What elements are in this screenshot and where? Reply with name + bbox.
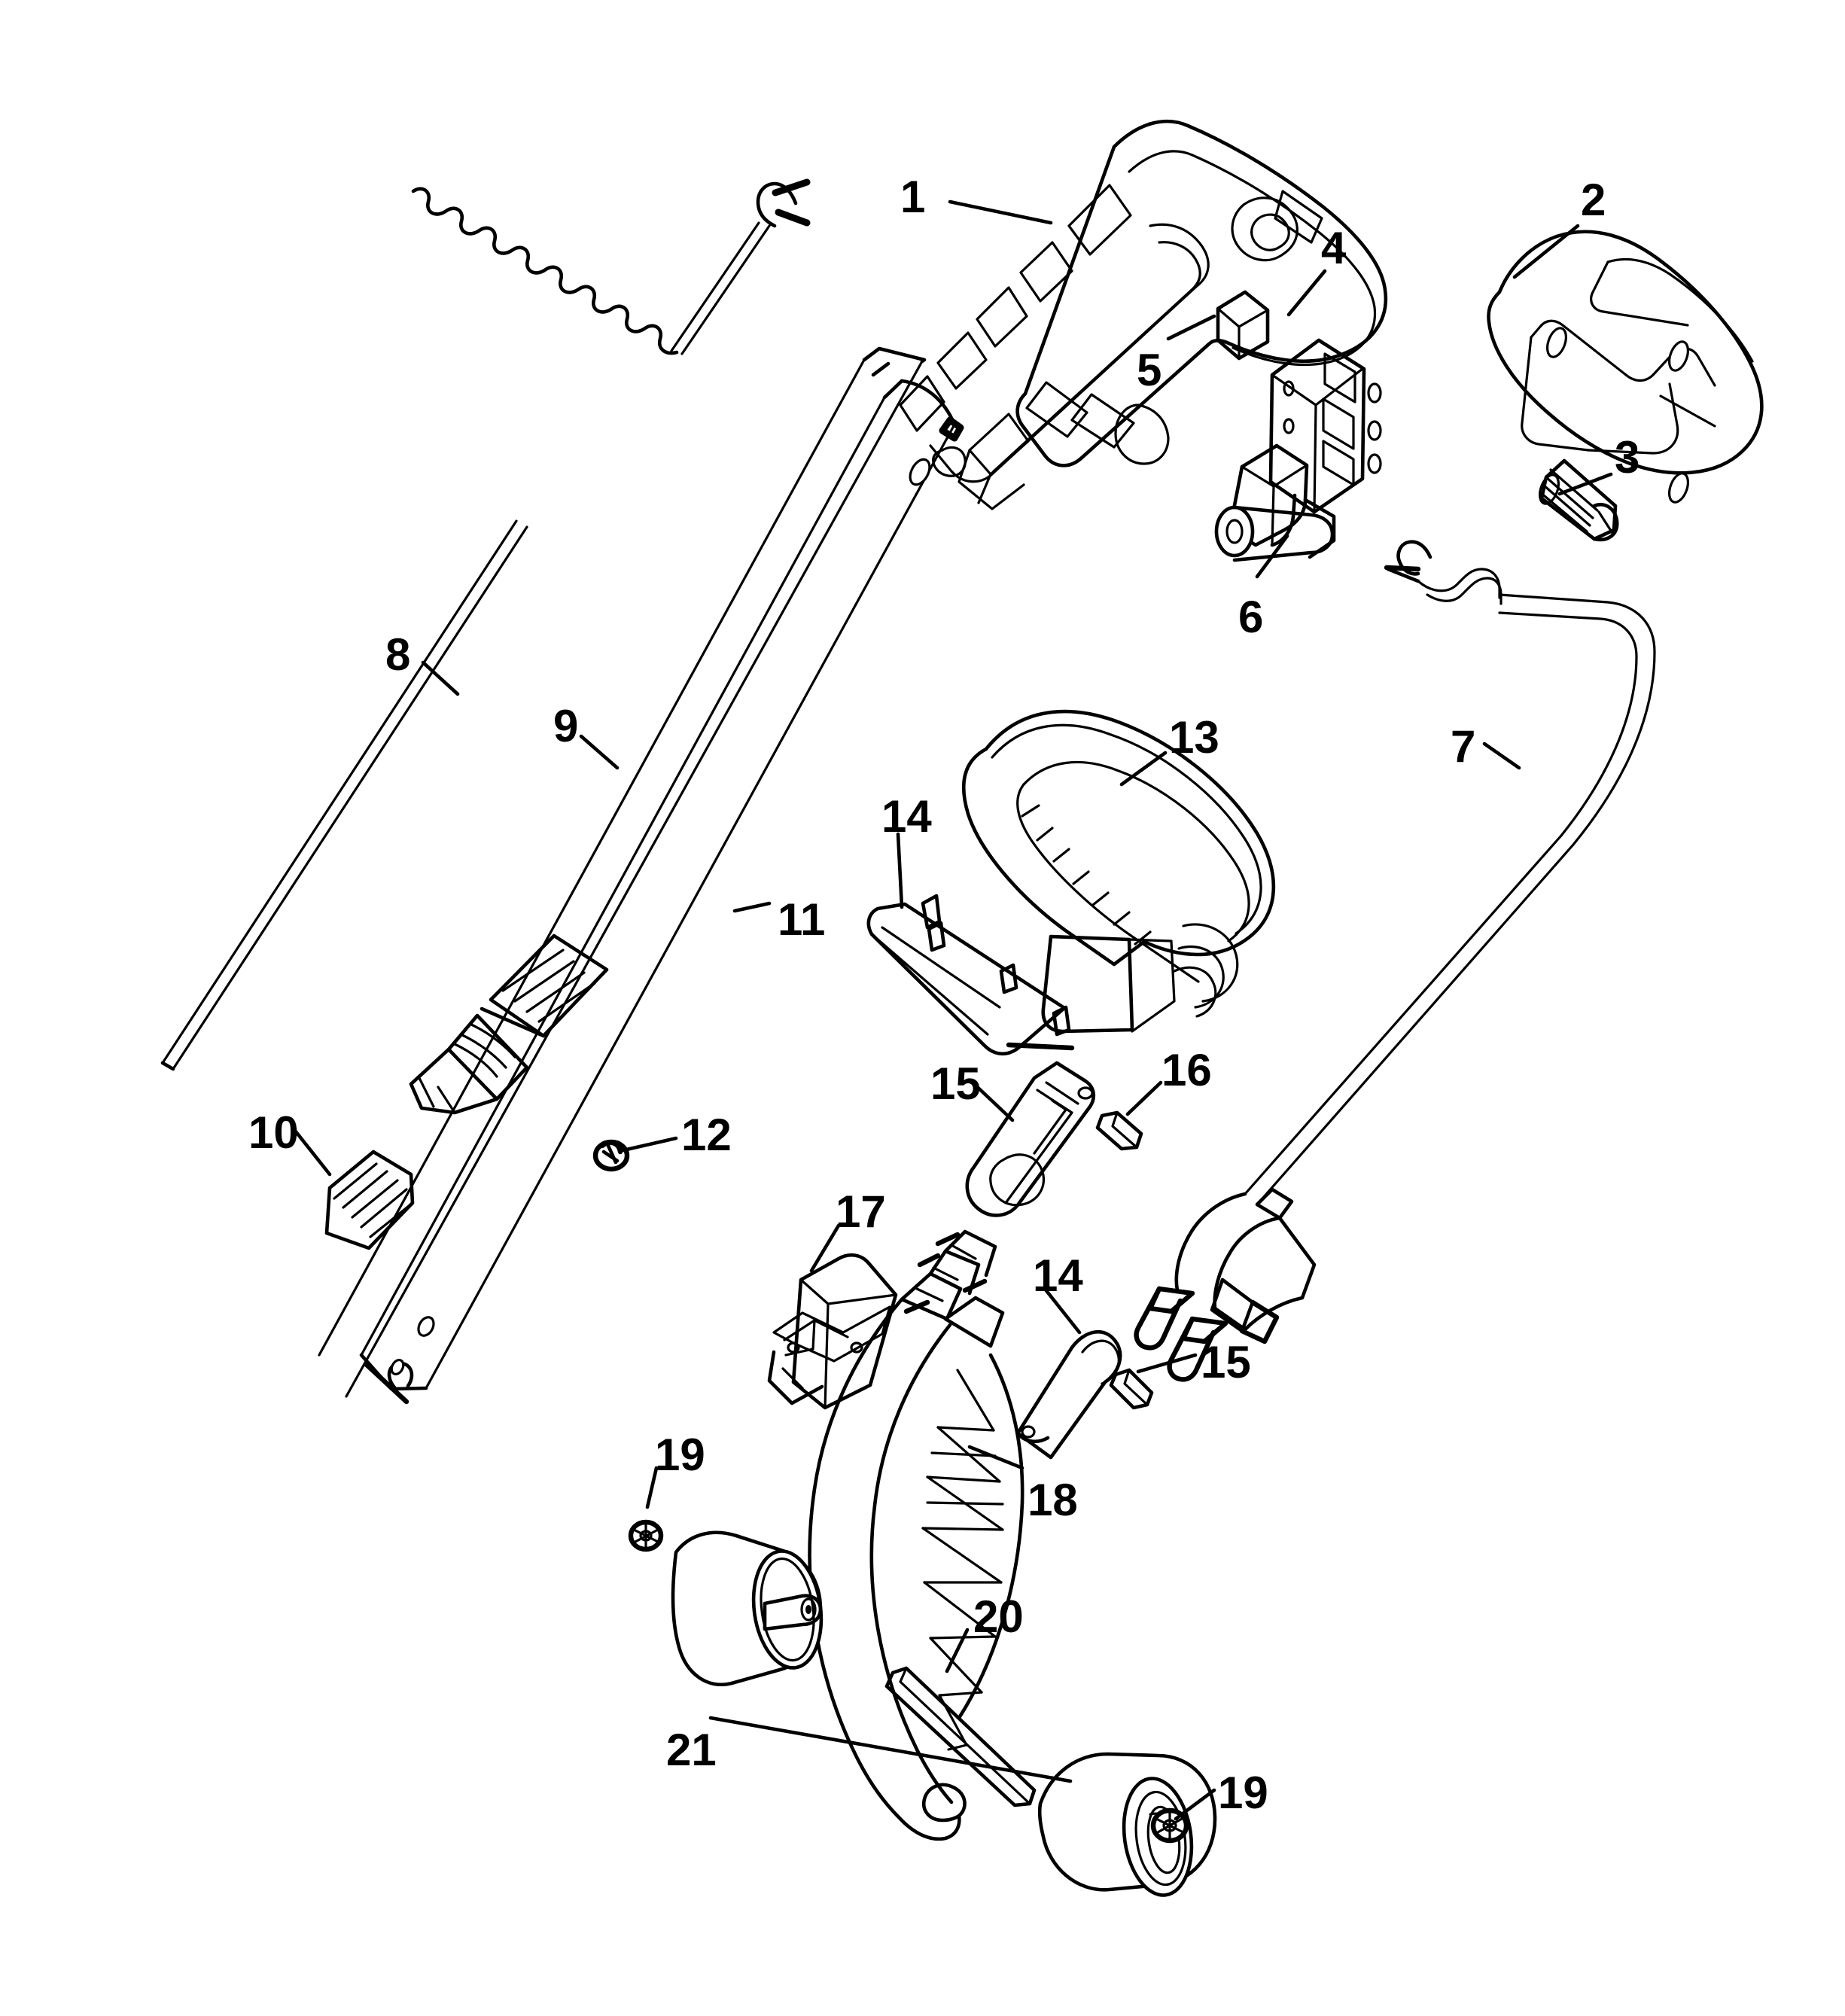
part-21-wheel-upper xyxy=(671,1530,824,1686)
callout-number-4: 4 xyxy=(1321,223,1347,273)
leader-line-6 xyxy=(1255,534,1289,579)
callout-number-9: 9 xyxy=(553,701,579,751)
part-7-power-cord-with-plug xyxy=(1134,540,1656,1382)
part-16-roll-pin xyxy=(1095,1110,1143,1151)
callout-number-2: 2 xyxy=(1581,175,1606,225)
callout-number-1: 1 xyxy=(900,172,926,222)
part-19-washer-upper xyxy=(628,1519,664,1552)
leader-line-15 xyxy=(970,1080,1015,1122)
callout-number-17: 17 xyxy=(836,1186,886,1237)
leader-line-21 xyxy=(708,1716,1073,1783)
part-11-lower-shaft-tube xyxy=(318,346,927,1398)
leader-line-13 xyxy=(1119,751,1168,787)
callout-number-19: 19 xyxy=(1218,1768,1268,1818)
part-10-knurled-cap xyxy=(324,1150,415,1250)
part-9-upper-shaft-tube xyxy=(359,379,964,1405)
threaded-collar xyxy=(409,933,609,1115)
leader-line-16 xyxy=(1125,1080,1163,1116)
part-14-spacer-sleeve xyxy=(1015,1329,1122,1460)
part-20-axle-rod xyxy=(884,1666,1037,1807)
callout-number-11: 11 xyxy=(778,894,826,945)
callout-number-8: 8 xyxy=(385,629,411,680)
callout-number-3: 3 xyxy=(1615,432,1640,483)
callout-number-14: 14 xyxy=(881,791,932,842)
part-3-screw xyxy=(1539,458,1619,542)
leader-line-9 xyxy=(579,734,620,770)
leader-line-17 xyxy=(809,1223,841,1273)
part-8-guide-rod-with-coil xyxy=(160,178,811,1071)
leader-line-14 xyxy=(896,832,904,909)
leader-line-20 xyxy=(945,1628,970,1673)
leader-line-14 xyxy=(1043,1287,1082,1335)
part-6-pivot-bushing xyxy=(1214,505,1335,562)
callout-number-15: 15 xyxy=(930,1058,981,1109)
leader-line-19 xyxy=(645,1466,659,1509)
leader-line-1 xyxy=(948,199,1053,225)
leader-line-2 xyxy=(1512,224,1580,279)
part-4-trigger-switch xyxy=(1228,338,1382,559)
part-5-switch-block xyxy=(1216,290,1270,361)
callout-number-14: 14 xyxy=(1033,1250,1083,1301)
part-15-roll-pin-lower xyxy=(1109,1368,1154,1410)
leader-line-7 xyxy=(1482,742,1521,770)
callout-number-13: 13 xyxy=(1169,712,1219,763)
callout-number-7: 7 xyxy=(1451,721,1476,772)
callout-number-20: 20 xyxy=(973,1591,1024,1642)
leader-line-10 xyxy=(293,1128,332,1177)
leader-line-5 xyxy=(1166,314,1216,341)
bracket-mounting-head xyxy=(900,1229,1005,1348)
callout-leader-lines xyxy=(293,199,1613,1821)
plug-head xyxy=(1134,1187,1317,1382)
leader-line-11 xyxy=(732,901,772,913)
part-15-lever-latch xyxy=(965,1061,1096,1217)
leader-line-18 xyxy=(967,1445,1024,1470)
part-12-clip-washer xyxy=(592,1139,630,1172)
callout-number-5: 5 xyxy=(1137,345,1162,395)
callout-number-18: 18 xyxy=(1028,1475,1078,1525)
part-1-handle-housing-half xyxy=(899,119,1388,510)
callout-number-21: 21 xyxy=(666,1725,717,1775)
leader-line-3 xyxy=(1557,472,1613,496)
callout-number-16: 16 xyxy=(1161,1045,1212,1095)
leader-line-12 xyxy=(621,1136,678,1153)
part-14-guard-edge-strip xyxy=(866,894,1075,1056)
callout-number-12: 12 xyxy=(681,1110,732,1160)
callout-number-10: 10 xyxy=(248,1107,299,1158)
leader-line-19 xyxy=(1174,1788,1216,1821)
callout-number-15: 15 xyxy=(1201,1337,1251,1387)
leader-line-8 xyxy=(421,660,460,696)
leader-line-4 xyxy=(1286,269,1327,317)
leader-line-15 xyxy=(1136,1353,1198,1374)
part-13-guard-shield xyxy=(962,709,1276,1034)
callout-number-19: 19 xyxy=(655,1430,705,1480)
callout-number-6: 6 xyxy=(1238,592,1264,642)
